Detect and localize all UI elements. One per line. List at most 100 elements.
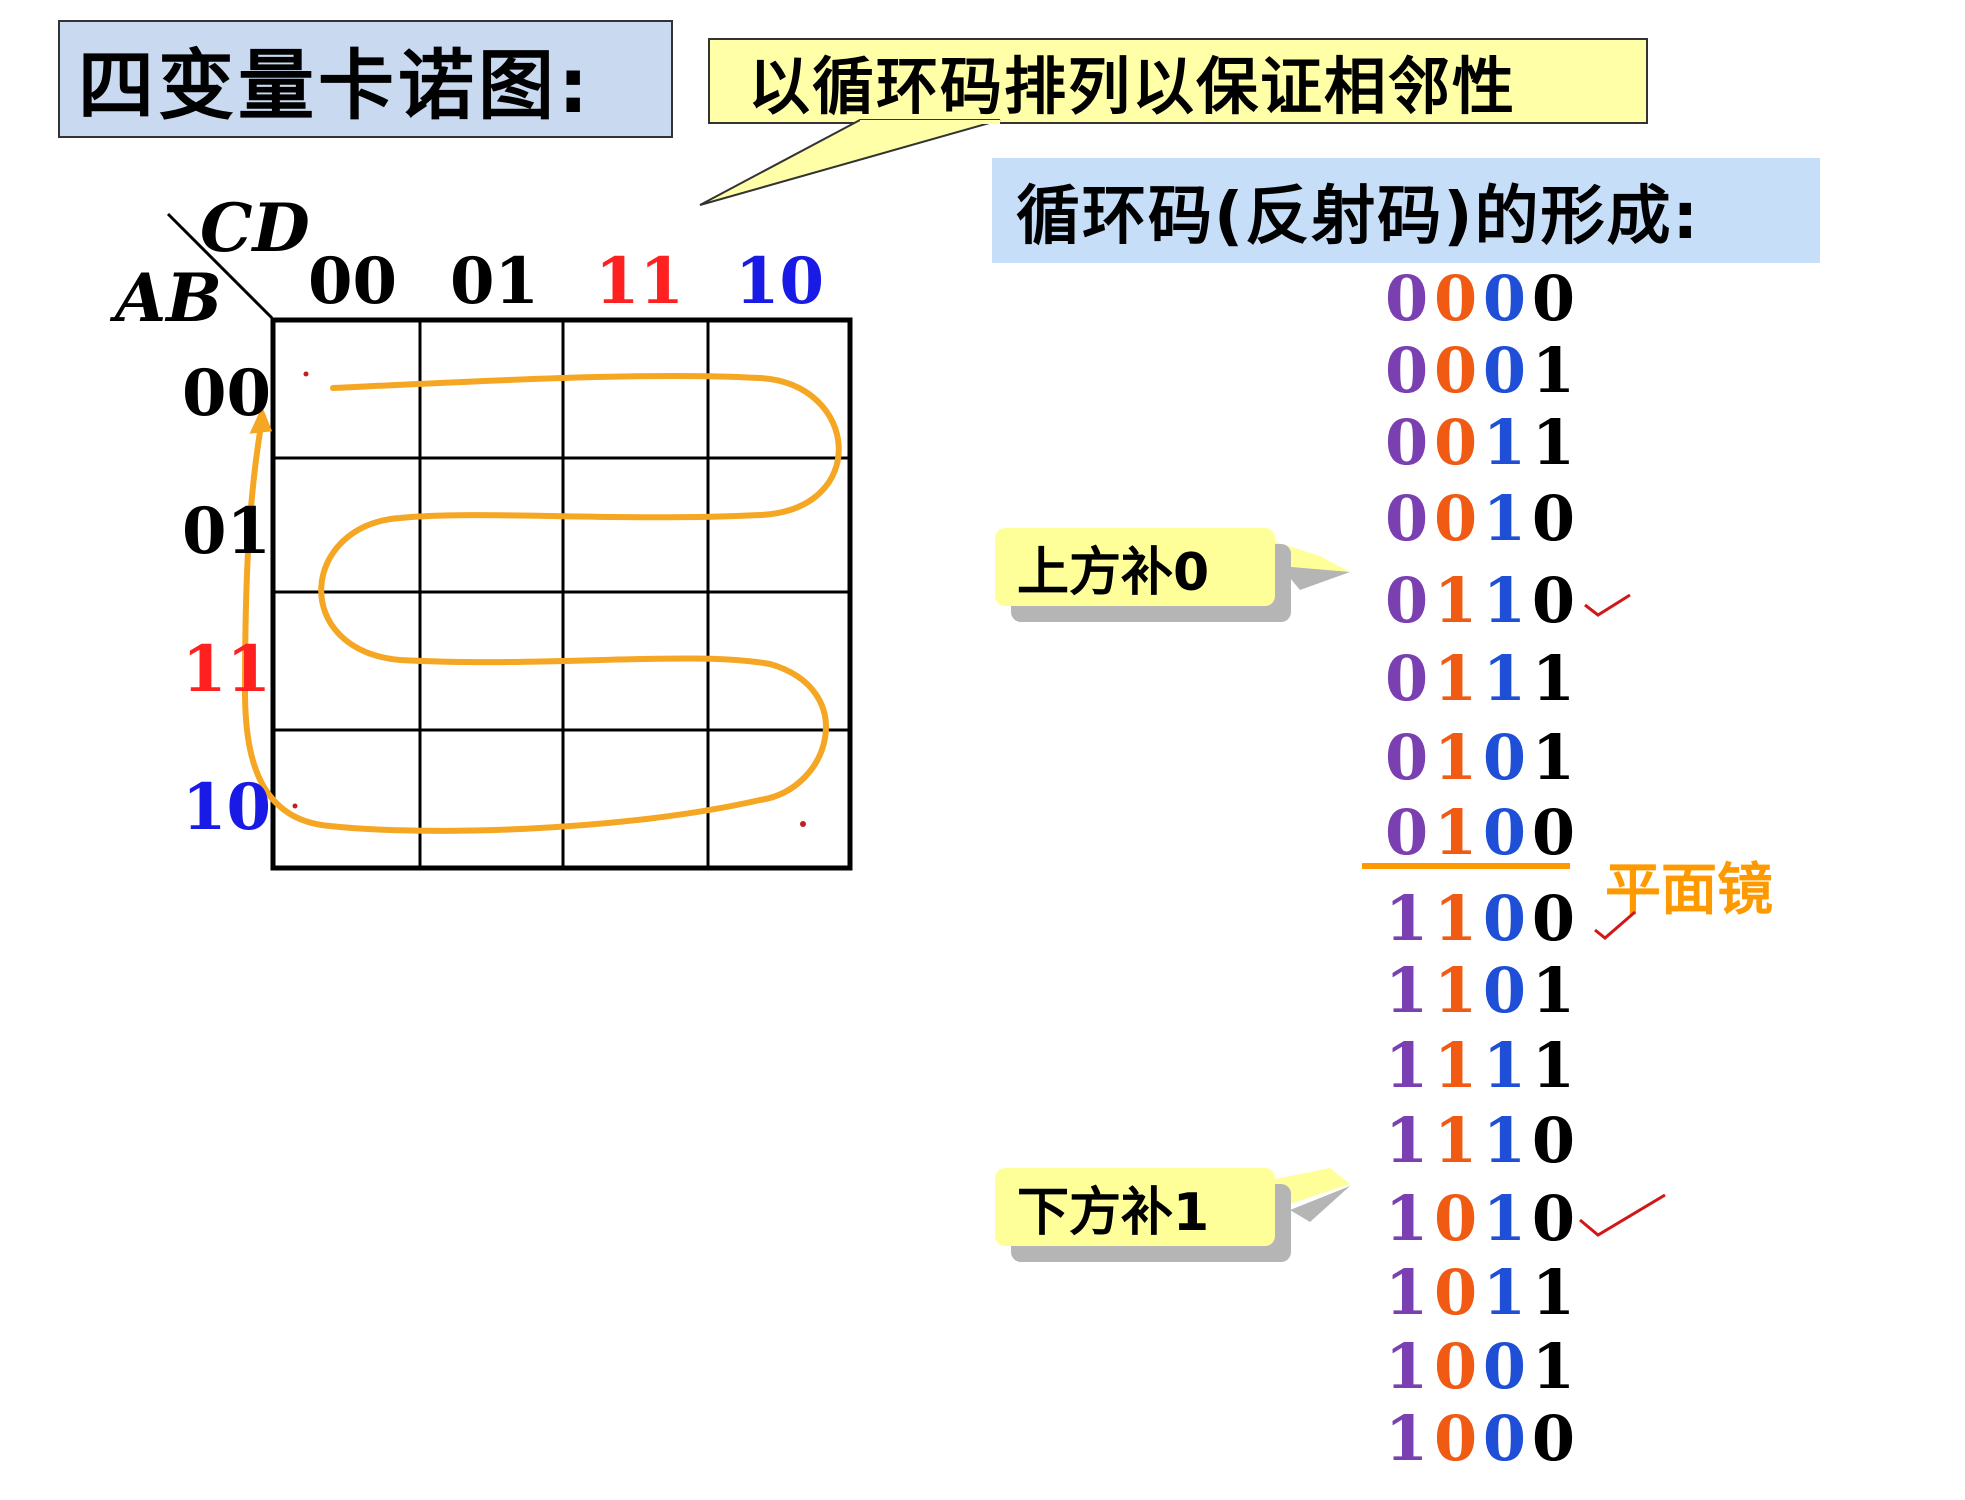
kmap-path-arrowhead: [249, 406, 273, 434]
gray-code-digit: 0: [1482, 334, 1527, 407]
gray-code-digit: 0: [1433, 482, 1478, 555]
gray-code-digit: 1: [1385, 882, 1429, 955]
gray-code-digit: 0: [1482, 1402, 1527, 1475]
gray-code-digit: 1: [1433, 882, 1478, 955]
gray-code-digit: 0: [1531, 796, 1575, 869]
gray-code-digit: 1: [1433, 796, 1478, 869]
gray-code-digit: 1: [1385, 954, 1429, 1027]
gray-code-digit: 1: [1433, 1104, 1478, 1177]
kmap-traversal-path: [241, 372, 842, 834]
page-title: 四变量卡诺图:: [58, 20, 673, 138]
check-icon: [1579, 1193, 1666, 1237]
gray-code-digit: 0: [1385, 406, 1429, 479]
gray-code-digit: 0: [1385, 262, 1429, 335]
kmap-col-label: 10: [735, 244, 825, 319]
gray-code-digit: 0: [1433, 1256, 1478, 1329]
check-icon: [1584, 593, 1631, 617]
gray-code-digit: 1: [1482, 1029, 1527, 1102]
gray-code-digit: 0: [1433, 334, 1478, 407]
gray-code-digit: 1: [1482, 642, 1527, 715]
gray-code-digit: 1: [1531, 406, 1575, 479]
gray-code-digit: 0: [1531, 262, 1575, 335]
gray-code-digit: 1: [1433, 1029, 1478, 1102]
kmap-col-variable: CD: [200, 189, 310, 267]
kmap-dot: [800, 821, 806, 827]
kmap-col-label: 11: [595, 244, 685, 319]
gray-code-digit: 1: [1531, 721, 1575, 794]
gray-code-digit: 0: [1531, 482, 1575, 555]
gray-code-digit: 1: [1482, 406, 1527, 479]
gray-code-digit: 1: [1482, 482, 1527, 555]
gray-code-digit: 1: [1531, 334, 1575, 407]
gray-code-digit: 1: [1385, 1182, 1429, 1255]
gray-code-digit: 1: [1531, 1029, 1575, 1102]
kmap-row-label: 11: [182, 632, 272, 707]
gray-code-digit: 1: [1531, 642, 1575, 715]
gray-code-digit: 1: [1385, 1402, 1429, 1475]
gray-code-digit: 1: [1433, 564, 1478, 637]
kmap-row-label: 10: [182, 770, 272, 845]
kmap-row-label: 00: [182, 356, 272, 431]
gray-code-digit: 1: [1385, 1330, 1429, 1403]
gray-code-digit: 0: [1385, 482, 1429, 555]
gray-code-digit: 1: [1482, 1182, 1527, 1255]
gray-code-digit: 1: [1482, 1256, 1527, 1329]
callout-bottom: 下方补1: [995, 1168, 1275, 1246]
gray-code-digit: 0: [1433, 1182, 1478, 1255]
gray-code-digit: 1: [1385, 1256, 1429, 1329]
gray-code-digit: 1: [1482, 1104, 1527, 1177]
gray-code-digit: 0: [1385, 642, 1429, 715]
gray-code-digit: 1: [1433, 642, 1478, 715]
gray-code-digit: 0: [1433, 1330, 1478, 1403]
gray-code-digit: 0: [1433, 1402, 1478, 1475]
gray-code-digit: 0: [1482, 1330, 1527, 1403]
note-box: 以循环码排列以保证相邻性: [708, 38, 1648, 124]
callout-top: 上方补0: [995, 528, 1275, 606]
gray-code-digit: 1: [1482, 564, 1527, 637]
gray-code-digit: 0: [1531, 1104, 1575, 1177]
gray-code-digit: 1: [1433, 721, 1478, 794]
gray-code-digit: 0: [1385, 564, 1429, 637]
gray-code-digit: 0: [1531, 1182, 1575, 1255]
gray-code-digit: 0: [1385, 796, 1429, 869]
gray-code-digit: 0: [1531, 564, 1575, 637]
check-icon: [1594, 910, 1636, 940]
kmap-dot: [303, 371, 309, 377]
gray-code-digit: 0: [1531, 1402, 1575, 1475]
kmap-col-label: 00: [308, 244, 398, 319]
kmap-col-label: 01: [450, 244, 540, 319]
kmap-row-label: 01: [182, 494, 272, 569]
gray-code-digit: 1: [1531, 1330, 1575, 1403]
gray-code-digit: 1: [1531, 954, 1575, 1027]
kmap-row-variable: AB: [115, 259, 222, 337]
kmap-dot: [292, 803, 298, 809]
gray-code-digit: 0: [1482, 262, 1527, 335]
gray-code-digit: 1: [1385, 1029, 1429, 1102]
kmap-diagonal: [166, 212, 274, 320]
gray-code-digit: 0: [1433, 406, 1478, 479]
gray-code-digit: 0: [1482, 882, 1527, 955]
gray-code-digit: 0: [1531, 882, 1575, 955]
gray-code-digit: 0: [1385, 721, 1429, 794]
gray-code-digit: 1: [1385, 1104, 1429, 1177]
gray-code-digit: 1: [1531, 1256, 1575, 1329]
